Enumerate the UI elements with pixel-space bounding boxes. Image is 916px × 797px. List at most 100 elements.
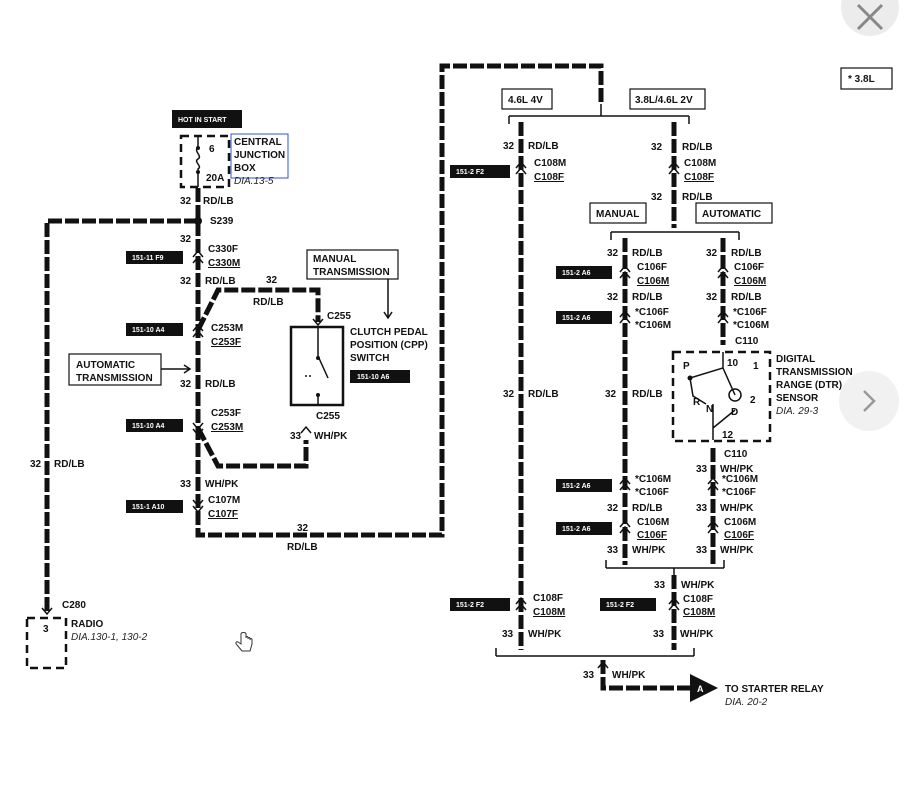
connector-label: *C106F xyxy=(635,487,669,498)
wire-color: RD/LB xyxy=(205,379,236,390)
connector-label: C255 xyxy=(327,311,351,322)
wire-number: 32 xyxy=(180,276,192,287)
connector-label: C108F xyxy=(533,593,563,604)
wire-number: 32 xyxy=(297,523,309,534)
wire-number: 32 xyxy=(503,141,515,152)
engine-46-4v: 4.6L 4V xyxy=(508,95,543,106)
automatic-label: AUTOMATIC xyxy=(702,209,761,220)
splice-s239 xyxy=(194,217,202,225)
engine-note: * 3.8L xyxy=(848,74,875,85)
wire-number: 33 xyxy=(653,629,665,640)
ref-tag: 151-10 A6 xyxy=(357,374,390,381)
connector-label: C108F xyxy=(683,594,713,605)
wire-color: RD/LB xyxy=(632,389,663,400)
fuse-amps: 20A xyxy=(206,173,224,184)
dtr-label-4: SENSOR xyxy=(776,393,819,404)
wire-number: 32 xyxy=(180,196,192,207)
wire-color: RD/LB xyxy=(205,276,236,287)
connector-label: C253M xyxy=(211,422,243,433)
wire-number: 32 xyxy=(607,503,619,514)
wire-color: WH/PK xyxy=(681,580,715,591)
connector-label: C106F xyxy=(637,262,667,273)
manual-trans-2: TRANSMISSION xyxy=(313,267,390,278)
wire-number: 32 xyxy=(706,248,718,259)
ref-tag: 151-10 A4 xyxy=(132,423,165,430)
wire-number: 33 xyxy=(607,545,619,556)
connector-label: C106M xyxy=(637,517,669,528)
wire-color: WH/PK xyxy=(528,629,562,640)
wire-number: 33 xyxy=(502,629,514,640)
hand-cursor-icon xyxy=(235,632,253,652)
dtr-p: P xyxy=(683,361,690,372)
cpp-label-2: POSITION (CPP) xyxy=(350,340,428,351)
connector-label: *C106F xyxy=(635,307,669,318)
hot-in-start-box xyxy=(172,110,242,128)
connector-label: C108F xyxy=(684,172,714,183)
connector-label: *C106M xyxy=(635,320,671,331)
wire-number: 33 xyxy=(654,580,666,591)
ref-tag: 151-11 F9 xyxy=(132,255,164,262)
wire-number: 32 xyxy=(266,275,278,286)
engine-46-4v-box xyxy=(501,88,553,110)
wire-number: 32 xyxy=(651,142,663,153)
connector-label: C108F xyxy=(534,172,564,183)
connector-label: C108M xyxy=(684,158,716,169)
wire-color: RD/LB xyxy=(731,248,762,259)
wire-color: WH/PK xyxy=(205,479,239,490)
wire-color: RD/LB xyxy=(287,542,318,553)
dtr-label-3: RANGE (DTR) xyxy=(776,380,842,391)
wire-color: WH/PK xyxy=(680,629,714,640)
wire-number: 33 xyxy=(290,431,302,442)
manual-label: MANUAL xyxy=(596,209,639,220)
central-junction-box xyxy=(179,134,231,189)
radio-label: RADIO xyxy=(71,619,103,630)
wire-number: 33 xyxy=(696,503,708,514)
ref-tag: 151-2 F2 xyxy=(456,169,484,176)
connector-label: C106M xyxy=(734,276,766,287)
connector-label: C253M xyxy=(211,323,243,334)
cjb-label-2: JUNCTION xyxy=(234,150,285,161)
wire-number: 33 xyxy=(696,464,708,475)
connector-label: C108M xyxy=(533,607,565,618)
connector-label: C253F xyxy=(211,408,241,419)
engine-38-box xyxy=(629,88,706,110)
wire-color: RD/LB xyxy=(682,142,713,153)
connector-label: *C106F xyxy=(722,487,756,498)
wire-color: RD/LB xyxy=(54,459,85,470)
connector-label: C110 xyxy=(735,336,759,347)
radio-dia: DIA.130-1, 130-2 xyxy=(71,632,148,643)
dtr-d: D xyxy=(731,407,738,418)
wire-number: 32 xyxy=(607,248,619,259)
wire-number: 32 xyxy=(706,292,718,303)
cpp-switch-box xyxy=(289,325,345,407)
connector-label: C106M xyxy=(637,276,669,287)
dtr-sensor-box xyxy=(671,350,772,443)
chevron-right-icon xyxy=(863,390,876,412)
connector-label: C106F xyxy=(637,530,667,541)
bus-bars xyxy=(495,104,740,657)
wire-number: 32 xyxy=(30,459,42,470)
automatic-box xyxy=(695,202,773,224)
wire-color: WH/PK xyxy=(720,464,754,475)
wire-number: 33 xyxy=(696,545,708,556)
ref-tag: 151-2 A6 xyxy=(562,526,591,533)
wire-color: RD/LB xyxy=(632,503,663,514)
starter-label: TO STARTER RELAY xyxy=(725,684,824,695)
dtr-r: R xyxy=(693,397,701,408)
wire-color: RD/LB xyxy=(528,389,559,400)
connector-label: C106F xyxy=(724,530,754,541)
ref-tag: 151-10 A4 xyxy=(132,327,165,334)
starter-dia: DIA. 20-2 xyxy=(725,697,768,708)
starter-a: A xyxy=(697,684,704,694)
connector-label: C106F xyxy=(734,262,764,273)
next-image-button[interactable] xyxy=(839,371,899,431)
wire-color: RD/LB xyxy=(632,248,663,259)
wire-number: 32 xyxy=(180,379,192,390)
connector-label: C110 xyxy=(724,449,748,460)
auto-trans-2: TRANSMISSION xyxy=(76,373,153,384)
cjb-label-3: BOX xyxy=(234,163,256,174)
manual-trans-callout xyxy=(306,249,399,280)
dtr-pin-10: 10 xyxy=(727,358,739,369)
reference-tags: 151-11 F9 151-10 A4 151-10 A4 151-1 A10 … xyxy=(126,165,656,611)
